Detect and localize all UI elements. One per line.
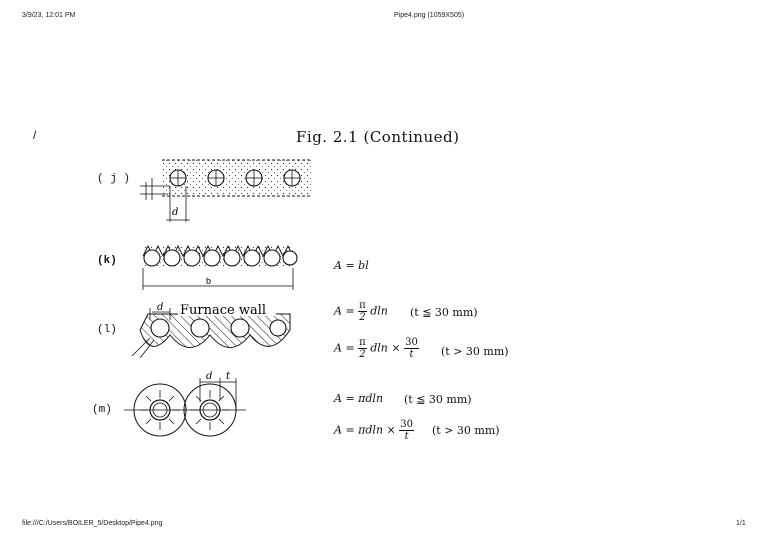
panel-l-condition-2: (t > 30 mm) — [441, 345, 509, 358]
numerator: 30 — [399, 419, 414, 431]
print-file-path: file:///C:/Users/BOILER_5/Desktop/Pipe4.… — [22, 520, 163, 527]
panel-k-formula: A = bl — [334, 259, 369, 272]
formula-lhs: A = — [334, 341, 355, 355]
panel-m-condition-1: (t ≦ 30 mm) — [404, 393, 472, 406]
numerator: π — [358, 337, 367, 349]
panel-k-drawing — [142, 244, 298, 290]
panel-k-dim-b: b — [206, 276, 211, 286]
denominator: 2 — [359, 312, 366, 323]
print-page-count: 1/1 — [736, 520, 746, 527]
panel-j-drawing — [140, 159, 312, 222]
denominator: t — [409, 349, 414, 360]
panel-label-k: (k) — [97, 255, 117, 267]
panel-label-l: (l) — [97, 324, 117, 336]
numerator: π — [358, 300, 367, 312]
numerator: 30 — [404, 337, 419, 349]
print-datetime: 3/9/23, 12:01 PM — [22, 12, 76, 19]
panel-l-condition-1: (t ≦ 30 mm) — [410, 306, 478, 319]
panel-m-dim-t: t — [226, 371, 231, 382]
panel-l-caption: Furnace wall — [180, 303, 266, 318]
formula-rest: dln — [370, 304, 388, 318]
print-doc-title: Pipe4.png (1059X505) — [394, 12, 465, 19]
formula-lhs: A = πdln × — [334, 423, 396, 437]
denominator: 2 — [359, 349, 366, 360]
formula-rest: dln × — [370, 341, 401, 355]
panel-m-condition-2: (t > 30 mm) — [432, 424, 500, 437]
panel-m-dim-d: d — [206, 371, 212, 382]
panel-l-dim-d: d — [157, 302, 163, 313]
panel-l-drawing — [131, 302, 291, 359]
figure-title: Fig. 2.1 (Continued) — [296, 128, 460, 146]
panel-label-j: ( j ) — [97, 173, 131, 185]
panel-m-drawing — [124, 378, 246, 437]
denominator: t — [404, 431, 409, 442]
panel-m-formula-1: A = πdln — [334, 392, 384, 405]
formula-lhs: A = — [334, 304, 355, 318]
margin-mark: / — [33, 128, 37, 142]
panel-label-m: (m) — [92, 404, 112, 416]
panel-j-dim-d: d — [172, 207, 178, 218]
